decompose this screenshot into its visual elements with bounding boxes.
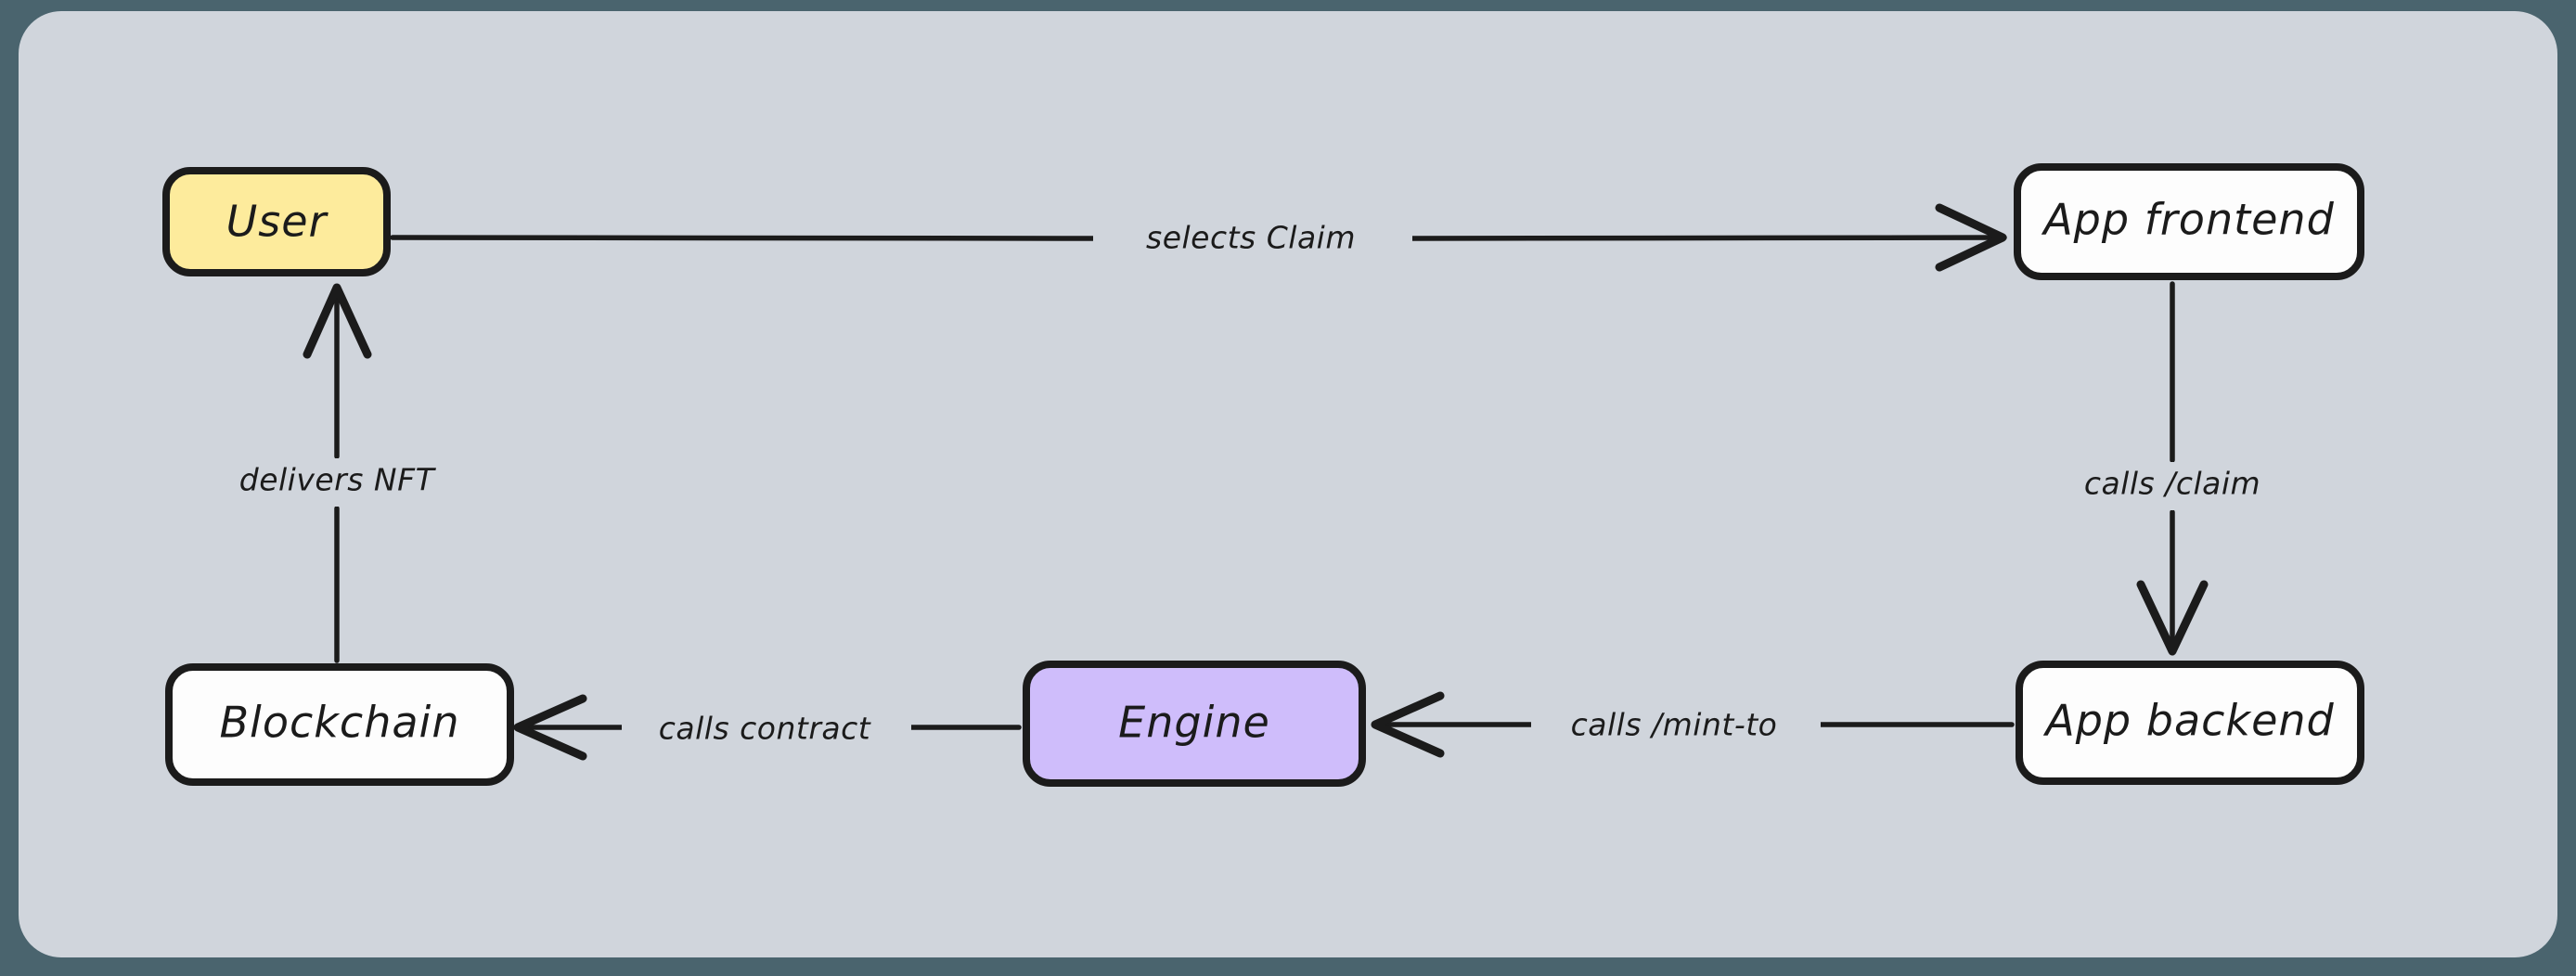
node-user[interactable]: User <box>162 167 391 276</box>
arrowhead-right-frontend <box>1935 203 2007 272</box>
edge-label-bg-selects-claim <box>1093 215 1412 262</box>
edge-label-selects-claim: selects Claim <box>1146 220 1356 256</box>
node-app-frontend-box[interactable] <box>2014 163 2364 280</box>
node-user-box[interactable] <box>162 167 391 276</box>
edge-label-delivers-nft: delivers NFT <box>239 462 437 498</box>
node-blockchain[interactable]: Blockchain <box>165 663 514 786</box>
node-app-backend[interactable]: App backend <box>2016 661 2364 785</box>
node-engine-box[interactable] <box>1023 661 1366 787</box>
arrowhead-left-blockchain <box>513 694 587 761</box>
node-blockchain-box[interactable] <box>165 663 514 786</box>
edge-frontend-backend: calls /claim <box>2034 281 2312 656</box>
node-blockchain-label: Blockchain <box>220 698 460 748</box>
edge-engine-blockchain: calls contract <box>513 694 1022 761</box>
edge-label-bg-delivers-nft <box>198 458 476 507</box>
node-app-backend-box[interactable] <box>2016 661 2364 785</box>
edge-label-bg-calls-claim <box>2034 462 2312 510</box>
edge-label-calls-contract: calls contract <box>659 711 871 747</box>
node-engine[interactable]: Engine <box>1023 661 1366 787</box>
edge-label-calls-claim: calls /claim <box>2084 466 2260 502</box>
node-engine-label: Engine <box>1118 698 1270 748</box>
arrowhead-left-engine <box>1371 691 1445 758</box>
edge-label-calls-mint-to: calls /mint-to <box>1571 707 1778 743</box>
edge-backend-engine: calls /mint-to <box>1371 691 2015 758</box>
edge-blockchain-user: delivers NFT <box>198 283 476 663</box>
edge-label-bg-calls-contract <box>622 705 911 751</box>
node-app-frontend-label: App frontend <box>2041 195 2335 245</box>
edge-user-frontend: selects Claim <box>390 203 2007 272</box>
node-user-label: User <box>226 197 329 247</box>
node-app-backend-label: App backend <box>2042 696 2334 746</box>
edge-label-bg-calls-mint-to <box>1531 702 1821 749</box>
arrowhead-down-backend <box>2136 580 2209 656</box>
arrowhead-up-user <box>303 283 372 359</box>
node-app-frontend[interactable]: App frontend <box>2014 163 2364 280</box>
